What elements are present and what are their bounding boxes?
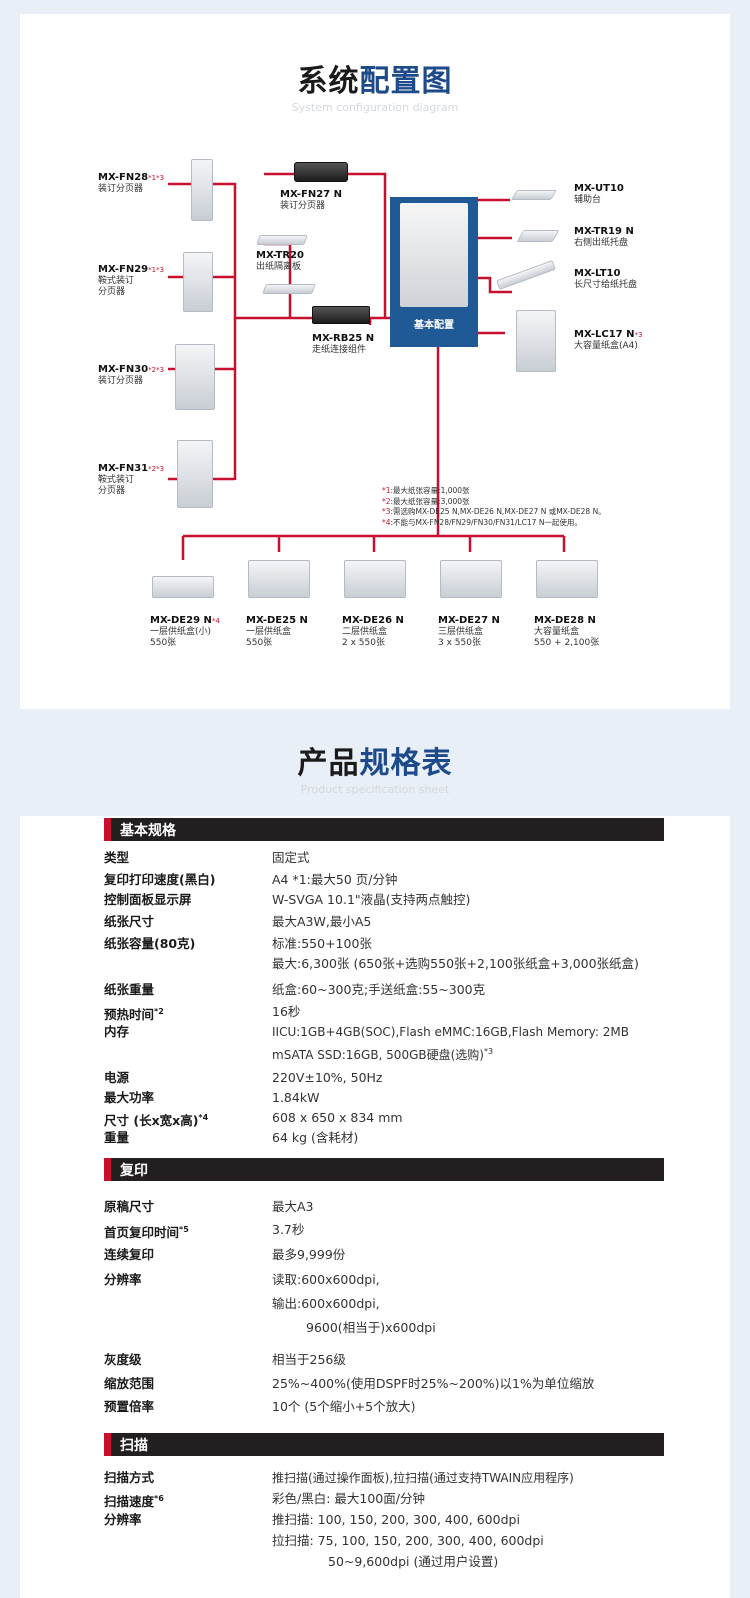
spec-title-b: 规格表	[359, 746, 453, 781]
finisher-image	[177, 440, 213, 508]
diagram-footnotes: *1:最大纸张容量:1,000张 *2:最大纸张容量:3,000张 *3:需选购…	[382, 486, 606, 527]
printer-image	[400, 203, 468, 307]
section-title: 复印	[120, 1163, 148, 1179]
option-label: MX-FN29*1*3 鞍式装订分页器	[98, 264, 165, 297]
option-label: MX-FN30*2*3 装订分页器	[98, 364, 165, 386]
option-image	[516, 230, 560, 242]
option-image	[312, 306, 370, 324]
paper-tray-image	[248, 560, 310, 598]
finisher-image	[175, 344, 215, 410]
paper-tray-image	[536, 560, 598, 598]
base-configuration-box: 基本配置	[390, 197, 478, 347]
spec-panel	[20, 816, 730, 1598]
section-header-basic: 基本规格	[104, 818, 664, 841]
connector-lines	[168, 172, 566, 560]
spec-title-a: 产品	[297, 746, 360, 781]
paper-tray-image	[344, 560, 406, 598]
section-accent	[104, 818, 111, 841]
section-accent	[104, 1158, 111, 1181]
tray-label: MX-DE29 N*4 一层供纸盒(小)550张	[150, 615, 220, 648]
section-header-scan: 扫描	[104, 1433, 664, 1456]
diagram-title-b: 配置图	[359, 64, 453, 99]
option-image	[516, 310, 556, 372]
option-label: MX-FN28*1*3 装订分页器	[98, 172, 165, 194]
finisher-image	[191, 159, 213, 221]
option-image	[262, 284, 316, 294]
paper-tray-image	[152, 576, 214, 598]
option-label: MX-LC17 N*3 大容量纸盒(A4)	[574, 329, 643, 351]
option-image	[294, 162, 348, 182]
paper-tray-image	[440, 560, 502, 598]
diagram-subtitle: System configuration diagram	[291, 101, 459, 114]
option-image	[511, 190, 557, 200]
section-accent	[104, 1433, 111, 1456]
option-label: MX-FN31*2*3 鞍式装订分页器	[98, 463, 165, 496]
finisher-image	[183, 252, 213, 312]
base-configuration-label: 基本配置	[414, 320, 454, 331]
diagram-title: 系统配置图	[0, 56, 750, 100]
section-header-copy: 复印	[104, 1158, 664, 1181]
option-image	[256, 235, 308, 245]
spec-subtitle: Product specification sheet	[300, 783, 450, 796]
section-title: 扫描	[120, 1438, 148, 1454]
spec-title: 产品规格表	[0, 738, 750, 782]
diagram-title-a: 系统	[297, 64, 360, 99]
section-title: 基本规格	[120, 823, 176, 839]
